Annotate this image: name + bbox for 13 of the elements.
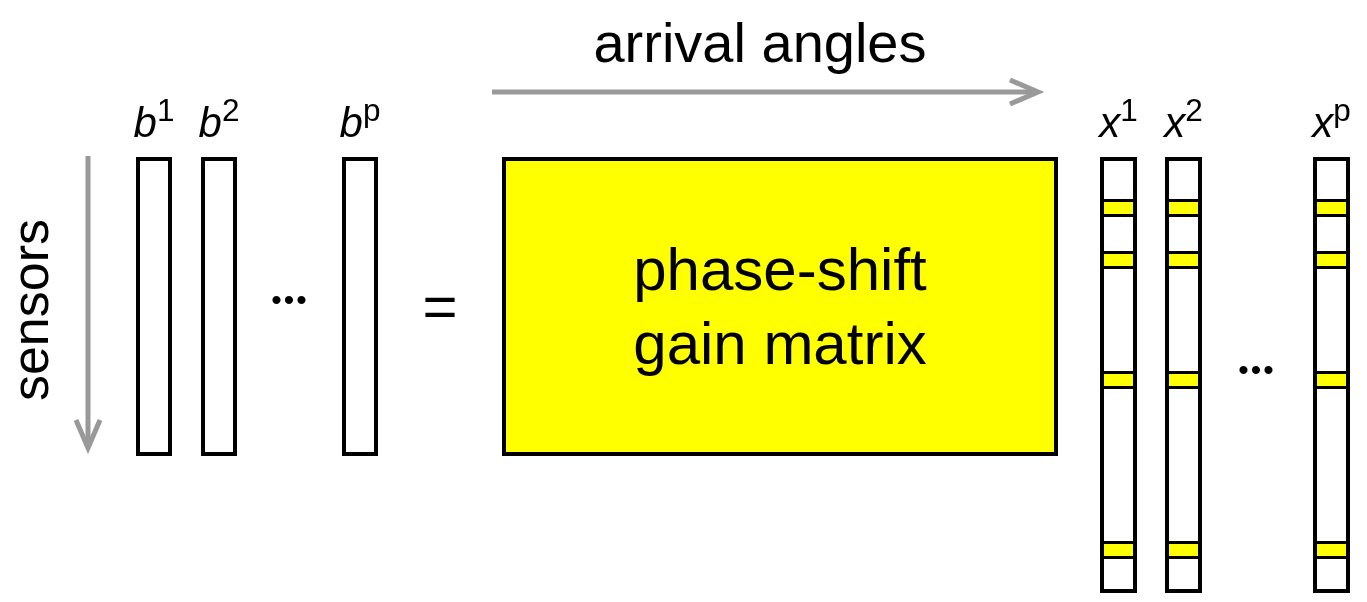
ellipsis: •••	[1237, 352, 1277, 388]
ellipsis: •••	[270, 282, 310, 318]
vector-label: x$^{p}$	[1312, 95, 1351, 148]
box-text: phase-shift gain matrix	[632, 234, 928, 379]
matrix-box	[502, 157, 1058, 456]
axis-title: arrival angles	[592, 10, 928, 76]
vector-label: x$^{2}$	[1164, 95, 1203, 148]
vector-label: b$^{2}$	[198, 95, 240, 148]
vector-label: b$^{p}$	[339, 95, 381, 148]
equals-sign: =	[421, 272, 459, 342]
vector-label: b$^{1}$	[133, 95, 175, 148]
axis-title: sensors	[0, 217, 60, 404]
vector-label: x$^{1}$	[1099, 95, 1138, 148]
